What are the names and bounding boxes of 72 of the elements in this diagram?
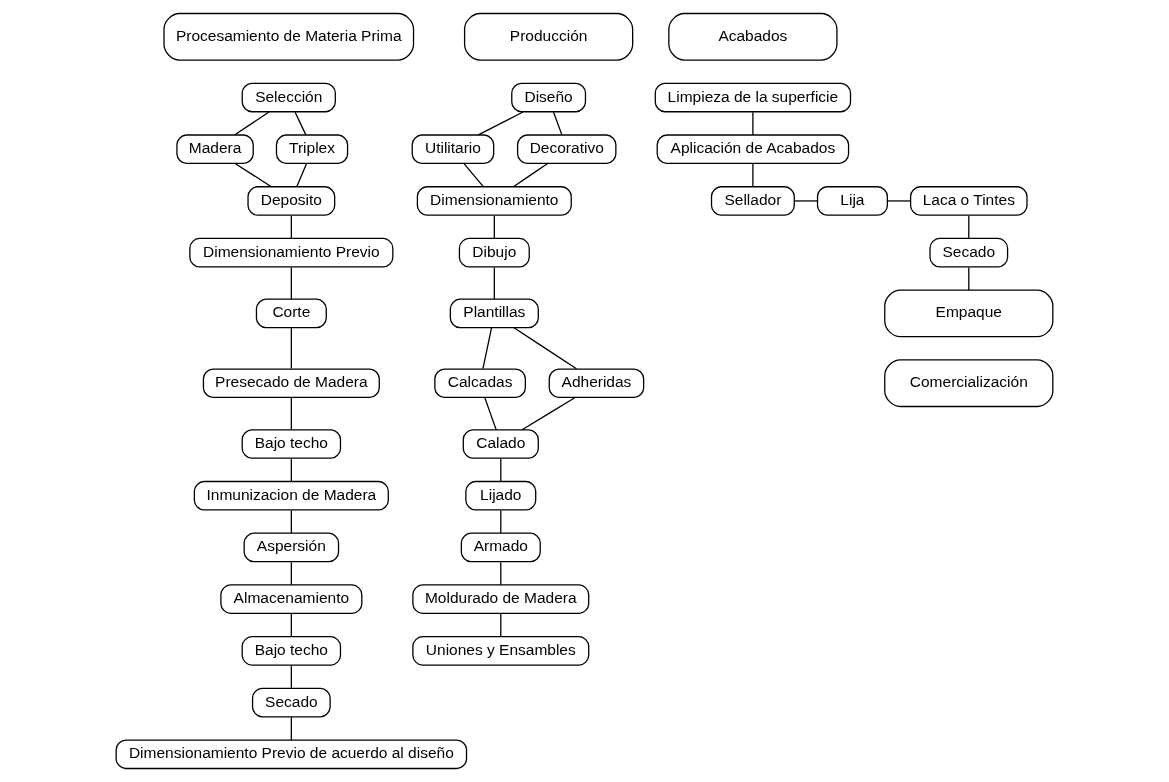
node-box: Decorativo bbox=[516, 134, 617, 165]
node-box: Lija bbox=[816, 186, 888, 216]
node-box: Lijado bbox=[465, 480, 537, 511]
node-box: Acabados bbox=[668, 12, 838, 61]
connector bbox=[482, 327, 493, 370]
node-box: Secado bbox=[929, 237, 1009, 268]
node-box: Bajo techo bbox=[241, 636, 342, 666]
node-box: Sellador bbox=[710, 186, 795, 216]
connector bbox=[296, 163, 308, 188]
node-box: Empaque bbox=[884, 289, 1054, 338]
connector bbox=[500, 458, 502, 482]
node-box: Limpieza de la superficie bbox=[654, 82, 852, 113]
node-box: Uniones y Ensambles bbox=[412, 636, 590, 666]
connector bbox=[552, 111, 563, 136]
node-box: Calcadas bbox=[434, 368, 526, 399]
node-box: Aspersión bbox=[243, 532, 340, 563]
node-box: Armado bbox=[460, 532, 541, 563]
node-box: Diseño bbox=[511, 82, 587, 113]
connector bbox=[290, 716, 292, 741]
node-box: Moldurado de Madera bbox=[412, 584, 590, 614]
node-box: Comercialización bbox=[884, 359, 1054, 408]
node-box: Presecado de Madera bbox=[202, 368, 380, 399]
node-box: Bajo techo bbox=[241, 429, 342, 459]
connector bbox=[500, 509, 502, 534]
connector bbox=[493, 215, 495, 239]
connector bbox=[886, 200, 911, 202]
node-box: Almacenamiento bbox=[220, 584, 363, 614]
connector bbox=[793, 200, 818, 202]
connector bbox=[513, 327, 578, 370]
connector bbox=[290, 458, 292, 482]
node-box: Producción bbox=[463, 12, 634, 61]
node-box: Dimensionamiento Previo bbox=[189, 237, 394, 268]
connector bbox=[234, 111, 270, 136]
connector bbox=[290, 613, 292, 638]
node-box: Dimensionamiento Previo de acuerdo al diseño bbox=[115, 739, 468, 770]
node-box: Corte bbox=[255, 298, 327, 329]
connector bbox=[968, 266, 970, 291]
node-box: Deposito bbox=[247, 186, 336, 216]
connector bbox=[290, 327, 292, 370]
connector bbox=[290, 266, 292, 300]
node-box: Inmunizacion de Madera bbox=[193, 480, 389, 511]
node-box: Madera bbox=[176, 134, 254, 165]
connector bbox=[484, 397, 497, 431]
node-box: Aplicación de Acabados bbox=[656, 134, 850, 165]
connector bbox=[463, 163, 484, 188]
node-box: Utilitario bbox=[411, 134, 495, 165]
node-box: Triplex bbox=[275, 134, 349, 165]
connector bbox=[290, 215, 292, 239]
connector bbox=[234, 163, 272, 188]
connector bbox=[290, 561, 292, 586]
connector bbox=[290, 664, 292, 689]
node-box: Secado bbox=[251, 687, 331, 718]
connector bbox=[493, 266, 495, 300]
connector bbox=[294, 111, 307, 136]
connector bbox=[500, 561, 502, 586]
node-box: Laca o Tintes bbox=[909, 186, 1028, 216]
node-box: Selección bbox=[241, 82, 336, 113]
connector bbox=[968, 215, 970, 239]
connector bbox=[290, 509, 292, 534]
node-box: Adheridas bbox=[548, 368, 645, 399]
connector bbox=[752, 163, 754, 188]
connector bbox=[477, 111, 524, 136]
connector bbox=[521, 397, 576, 431]
node-box: Procesamiento de Materia Prima bbox=[163, 12, 415, 61]
connector bbox=[513, 163, 548, 188]
node-box: Dibujo bbox=[458, 237, 530, 268]
connector bbox=[752, 111, 754, 136]
node-box: Plantillas bbox=[449, 298, 539, 329]
node-box: Calado bbox=[462, 429, 539, 459]
node-box: Dimensionamiento bbox=[416, 186, 572, 216]
connector bbox=[290, 397, 292, 431]
connector bbox=[500, 613, 502, 638]
